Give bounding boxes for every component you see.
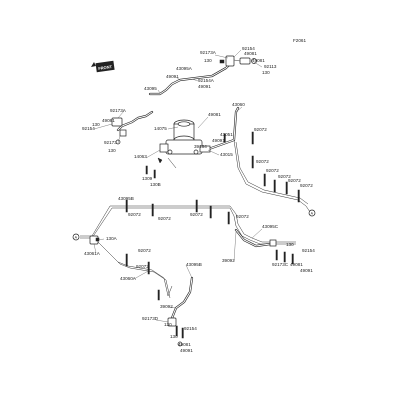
label-92072-l3: 92072 xyxy=(190,212,203,217)
master-cylinder xyxy=(157,119,211,169)
label-43015: 43015 xyxy=(220,152,233,157)
page-code: F2061 xyxy=(293,38,306,43)
label-49091-right: 49091 xyxy=(300,268,313,273)
lower-line-clamps xyxy=(125,199,230,301)
label-92072-l6: 92072 xyxy=(136,264,149,269)
label-92072-r4: 92072 xyxy=(278,174,291,179)
connector-a-right xyxy=(308,209,316,217)
label-43095b-left: 43095B xyxy=(118,196,134,201)
connector-a-left-label: A xyxy=(75,236,78,240)
label-92072-r1: 92072 xyxy=(254,127,267,132)
leader-lines xyxy=(93,49,263,323)
front-badge-label: FRONT xyxy=(98,64,113,71)
lower-brake-lines xyxy=(80,205,296,299)
label-130-right-lower: 130 xyxy=(286,242,294,247)
label-49091-bottom: 49091 xyxy=(180,348,193,353)
front-badge: FRONT xyxy=(91,60,115,73)
label-14075: 14075 xyxy=(154,126,167,131)
label-43051: 43051 xyxy=(220,132,233,137)
label-14063: 14063 xyxy=(134,154,147,159)
label-92154-right: 92154 xyxy=(302,248,315,253)
label-1309: 1309 xyxy=(142,176,153,181)
label-92173: 92173 xyxy=(104,140,117,145)
upper-brake-pipes xyxy=(116,60,311,213)
left-fittings xyxy=(111,117,127,145)
label-43061a: 43061A xyxy=(84,251,101,256)
label-49091-a: 49091 xyxy=(166,74,179,79)
label-43060: 43060 xyxy=(232,102,245,107)
label-92072-l2: 92072 xyxy=(158,216,171,221)
label-92072-r2: 92072 xyxy=(256,159,269,164)
label-92072-l5: 92072 xyxy=(138,248,151,253)
label-92154-left: 92154 xyxy=(82,126,95,131)
label-130-left-lower: 130 xyxy=(108,148,116,153)
connector-a-right-label: A xyxy=(311,212,314,216)
label-130-top: 130 xyxy=(204,58,212,63)
left-mid-fitting xyxy=(89,235,100,245)
label-92154-bottom: 92154 xyxy=(184,326,197,331)
label-92173a-left: 92173A xyxy=(110,108,127,113)
label-43095: 43095 xyxy=(144,86,157,91)
label-49081-top-right: 49081 xyxy=(252,58,265,63)
label-49081-bottom: 49081 xyxy=(178,342,191,347)
label-49091-b: 49091 xyxy=(198,84,211,89)
label-130-left: 130 xyxy=(92,122,100,127)
label-92072-l4: 92072 xyxy=(236,214,249,219)
label-92154a: 92154A xyxy=(198,78,215,83)
label-92173d: 92173D xyxy=(142,316,159,321)
label-39092-right: 39092 xyxy=(222,258,235,263)
label-49081-right: 49081 xyxy=(290,262,303,267)
label-49091-center: 49091 xyxy=(212,138,225,143)
label-92113: 92113 xyxy=(264,64,277,69)
label-92072-r6: 92072 xyxy=(300,183,313,188)
label-43095a: 43095A xyxy=(176,66,193,71)
label-92072-r5: 92072 xyxy=(288,178,301,183)
label-49081-center: 49081 xyxy=(208,112,221,117)
label-39092-bottom: 39092 xyxy=(160,304,173,309)
label-130b: 130B xyxy=(150,182,161,187)
label-43095b-bottom: 43095B xyxy=(186,262,202,267)
upper-right-fittings xyxy=(219,55,257,67)
label-130-top-right: 130 xyxy=(262,70,270,75)
label-49081-left: 49081 xyxy=(102,118,115,123)
right-lower-hose xyxy=(234,228,294,265)
label-49081-top: 49081 xyxy=(244,51,257,56)
label-43095c: 43095C xyxy=(262,224,279,229)
label-92072-l1: 92072 xyxy=(128,212,141,217)
label-92173a-top: 92173A xyxy=(200,50,217,55)
part-labels: 92173A 92154 49081 130 49081 92113 130 4… xyxy=(82,46,315,353)
label-92154-top: 92154 xyxy=(242,46,255,51)
right-line-clamps xyxy=(251,131,300,203)
bottom-center-hose xyxy=(167,276,194,347)
label-130-bottom-lower: 130 xyxy=(170,334,178,339)
label-43060a: 43060A xyxy=(120,276,137,281)
label-39184: 39184 xyxy=(194,144,207,149)
label-92072-r3: 92072 xyxy=(266,168,279,173)
label-92173c: 92173C xyxy=(272,262,289,267)
small-bolts xyxy=(145,133,226,179)
label-130a: 130A xyxy=(106,236,118,241)
label-130-bottom: 130 xyxy=(164,322,172,327)
connector-a-left xyxy=(72,233,80,241)
